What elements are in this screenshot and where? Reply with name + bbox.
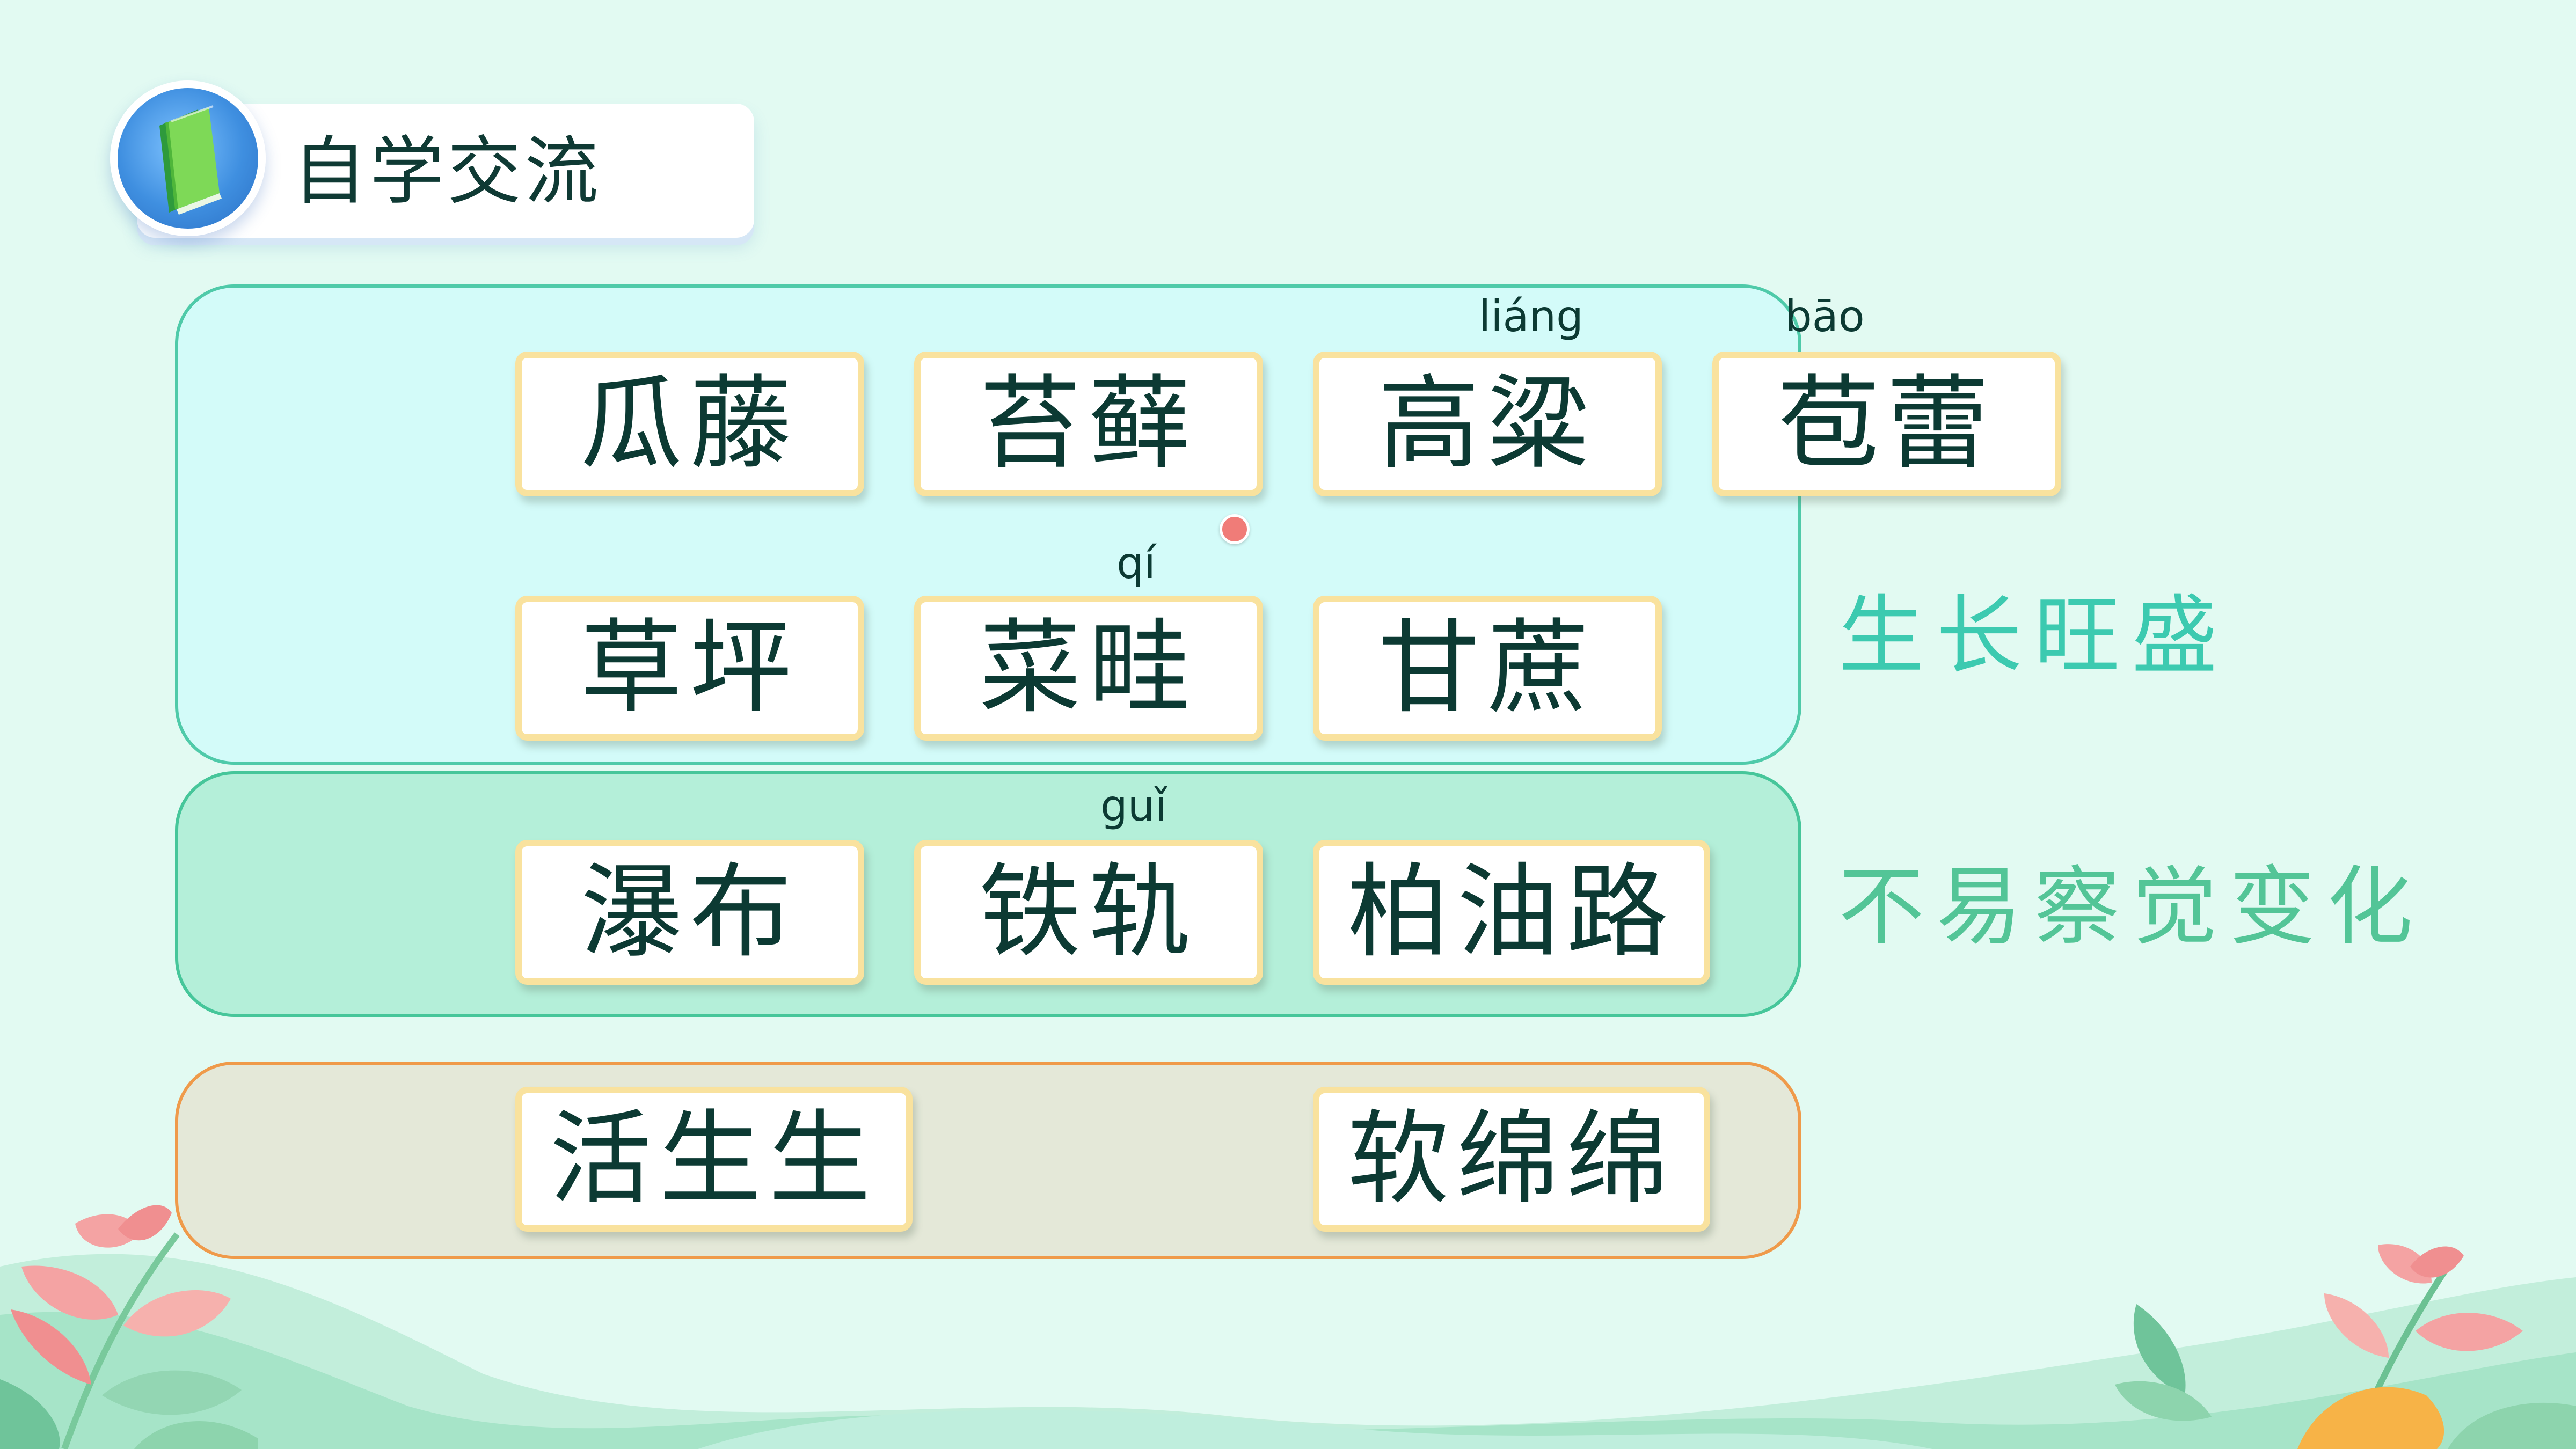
hill-mid xyxy=(0,1312,2576,1449)
hill-front xyxy=(698,1410,1932,1449)
pinyin-annotation: bāo xyxy=(1785,291,1865,341)
word-text: 柏油路 xyxy=(1347,853,1676,971)
word-card[interactable]: 菜畦 xyxy=(914,596,1263,741)
book-icon xyxy=(159,105,222,215)
page-title: 自学交流 xyxy=(293,128,602,215)
hill-back xyxy=(0,1254,2576,1449)
word-card[interactable]: 柏油路 xyxy=(1313,840,1710,985)
word-card[interactable]: 铁轨 xyxy=(914,840,1263,985)
word-text: 瀑布 xyxy=(580,853,799,971)
word-card[interactable]: 苞蕾 xyxy=(1712,352,2061,496)
pinyin-annotation: qí xyxy=(1116,538,1156,588)
category-label-change: 不易察觉变化 xyxy=(1838,857,2425,957)
word-text: 草坪 xyxy=(580,609,799,727)
category-label-growth: 生长旺盛 xyxy=(1838,586,2230,686)
word-text: 苔藓 xyxy=(979,364,1198,483)
word-card[interactable]: 软绵绵 xyxy=(1313,1087,1710,1232)
word-text: 菜畦 xyxy=(979,609,1198,727)
word-text: 瓜藤 xyxy=(580,364,799,483)
word-card[interactable]: 草坪 xyxy=(515,596,864,741)
word-text: 活生生 xyxy=(549,1100,878,1218)
word-card[interactable]: 苔藓 xyxy=(914,352,1263,496)
word-card[interactable]: 活生生 xyxy=(515,1087,913,1232)
word-text: 高粱 xyxy=(1377,364,1597,483)
word-card[interactable]: 甘蔗 xyxy=(1313,596,1662,741)
right-leaves xyxy=(2115,1244,2576,1449)
word-card[interactable]: 瓜藤 xyxy=(515,352,864,496)
word-text: 甘蔗 xyxy=(1377,609,1597,727)
pinyin-annotation: guǐ xyxy=(1100,781,1167,831)
header-badge xyxy=(110,80,266,236)
pinyin-annotation: liáng xyxy=(1479,291,1583,341)
pointer-dot xyxy=(1220,514,1250,544)
word-card[interactable]: 瀑布 xyxy=(515,840,864,985)
word-text: 软绵绵 xyxy=(1347,1100,1676,1218)
word-text: 铁轨 xyxy=(979,853,1198,971)
word-text: 苞蕾 xyxy=(1777,364,1996,483)
word-card[interactable]: 高粱 xyxy=(1313,352,1662,496)
